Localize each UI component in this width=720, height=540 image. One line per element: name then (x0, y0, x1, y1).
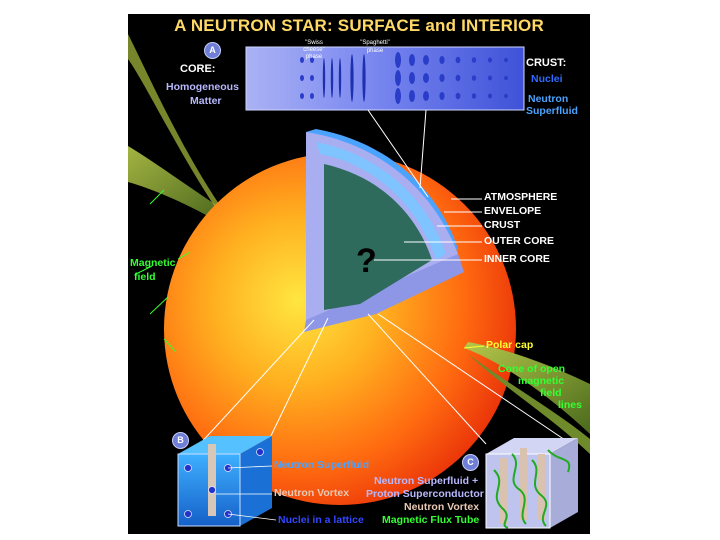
crust-nucleus-mark (504, 58, 508, 62)
crust-nucleus-mark (331, 58, 333, 98)
cone-label-3: field (540, 388, 562, 399)
crust-nucleus-mark (310, 75, 314, 81)
core-matter: Matter (190, 96, 222, 107)
spaghetti-label-1: "Spaghetti" (350, 40, 400, 46)
badge-b: B (172, 432, 189, 449)
label-atmosphere: ATMOSPHERE (484, 192, 557, 203)
crust-nucleus-mark (395, 52, 401, 68)
crust-superfluid: Superfluid (526, 106, 578, 117)
label-outer-core: OUTER CORE (484, 236, 554, 247)
inner-core-question-mark: ? (356, 242, 377, 280)
crust-nucleus-mark (488, 94, 492, 99)
badge-a: A (204, 42, 221, 59)
crust-nucleus-mark (339, 58, 341, 98)
crust-nucleus-mark (300, 93, 304, 99)
crust-nucleus-mark (488, 76, 492, 81)
label-envelope: ENVELOPE (484, 206, 541, 217)
crust-nucleus-mark (472, 57, 476, 63)
core-label: CORE: (180, 64, 215, 76)
crust-nucleus-mark (350, 54, 353, 102)
polar-cap-label: Polar cap (486, 340, 533, 351)
magnetic-field-label-2: field (134, 272, 156, 283)
crust-nucleus-mark (488, 58, 492, 63)
panel-b-nuclei: Nuclei in a lattice (278, 515, 364, 526)
crust-nucleus-mark (323, 58, 325, 98)
crust-nucleus-mark (472, 93, 476, 99)
panel-c-superfluid: Neutron Superfluid + (374, 476, 478, 487)
crust-nucleus-mark (439, 92, 444, 100)
swiss-cheese-label-3: phase (294, 54, 334, 60)
crust-nucleus-mark (456, 57, 461, 63)
panel-c-flux-tube: Magnetic Flux Tube (382, 515, 479, 526)
crust-nucleus-mark (504, 94, 508, 98)
crust-nucleus-mark (439, 74, 444, 82)
crust-nucleus-mark (395, 70, 401, 86)
crust-nuclei: Nuclei (531, 74, 563, 85)
crust-nucleus-mark (310, 93, 314, 99)
crust-nucleus-mark (409, 90, 415, 102)
crust-nucleus-mark (456, 93, 461, 99)
cone-label-1: Cone of open (498, 364, 565, 375)
spaghetti-label-2: phase (350, 48, 400, 54)
crust-nucleus-mark (395, 88, 401, 104)
panel-b-superfluid: Neutron Superfluid (274, 460, 369, 471)
crust-nucleus-mark (423, 73, 429, 83)
crust-nucleus-mark (362, 54, 365, 102)
diagram-title: A NEUTRON STAR: SURFACE and INTERIOR (128, 17, 590, 35)
panel-c-flux-box (486, 438, 578, 528)
diagram-panel: ? (128, 14, 590, 534)
crust-nucleus-mark (472, 75, 476, 81)
crust-label: CRUST: (526, 58, 566, 70)
label-inner-core: INNER CORE (484, 254, 550, 265)
crust-nucleus-mark (423, 91, 429, 101)
crust-nucleus-mark (409, 72, 415, 84)
magnetic-field-label-1: Magnetic (130, 258, 176, 269)
badge-c: C (462, 454, 479, 471)
swiss-cheese-label-2: cheese" (294, 47, 334, 53)
crust-nucleus-mark (456, 75, 461, 81)
core-homogeneous: Homogeneous (166, 82, 239, 93)
crust-nucleus-mark (504, 76, 508, 80)
crust-neutron: Neutron (528, 94, 568, 105)
crust-nucleus-mark (423, 55, 429, 65)
crust-nucleus-mark (409, 54, 415, 66)
panel-a-strip (246, 47, 524, 110)
cone-label-2: magnetic (518, 376, 564, 387)
label-crust: CRUST (484, 220, 520, 231)
panel-b-lattice-box (178, 436, 276, 526)
crust-nucleus-mark (439, 56, 444, 64)
cone-label-4: lines (558, 400, 582, 411)
crust-nucleus-mark (300, 75, 304, 81)
panel-c-superconductor: Proton Superconductor (366, 489, 484, 500)
swiss-cheese-label-1: "Swiss (294, 40, 334, 46)
panel-c-vortex: Neutron Vortex (404, 502, 479, 513)
panel-b-vortex: Neutron Vortex (274, 488, 349, 499)
